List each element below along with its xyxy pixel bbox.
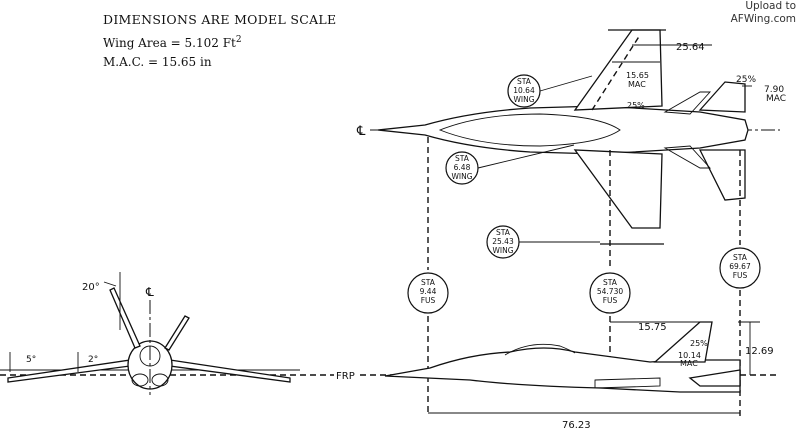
- plan-wing-upper: [573, 29, 663, 111]
- front-dihedral-outer: 5°: [26, 355, 36, 365]
- plan-tail-quarter-chord: 25%: [736, 75, 756, 85]
- plan-wing-lower: [573, 149, 663, 229]
- side-stabilator: [688, 369, 741, 387]
- side-height-dim: 12.69: [745, 346, 774, 357]
- plan-vertical-tail-lower: [663, 145, 712, 169]
- side-intake: [594, 377, 661, 389]
- front-cant-angle: 20°: [82, 282, 100, 293]
- watermark-line-2: AFWing.com: [730, 13, 796, 25]
- plan-wing-quarter-chord: 25%: [627, 101, 645, 110]
- plan-span-dim: 25.64: [676, 42, 705, 53]
- plan-canopy: [438, 113, 621, 147]
- side-vertical-tail: [653, 321, 713, 363]
- plan-mac-dim-l2: MAC: [628, 80, 646, 89]
- plan-fuselage: [377, 105, 749, 155]
- wing-area-exponent: 2: [235, 35, 242, 45]
- plan-mac-dim-l1: 15.65: [626, 71, 649, 80]
- front-cant-leader: [103, 281, 117, 287]
- side-length-dim: 76.23: [562, 420, 591, 431]
- plan-stabilator-lower: [698, 149, 746, 201]
- frp-label: FRP: [336, 371, 355, 382]
- wing-area-text: Wing Area = 5.102 Ft: [103, 36, 236, 50]
- drawing-note-wing-area: Wing Area = 5.102 Ft2: [103, 35, 242, 50]
- front-tail-right: [164, 315, 190, 351]
- plan-vertical-tail-upper: [663, 91, 712, 115]
- drawing-note-title: DIMENSIONS ARE MODEL SCALE: [103, 12, 337, 27]
- watermark-line-1: Upload to: [745, 0, 796, 12]
- plan-tail-mac-l1: 7.90: [764, 85, 784, 95]
- side-canopy: [504, 343, 576, 356]
- plan-tail-mac-l2: MAC: [766, 94, 786, 104]
- plan-centerline-symbol: ℄: [356, 124, 366, 139]
- plan-stabilator-upper: [698, 81, 746, 113]
- side-tail-quarter-chord: 25%: [690, 339, 708, 348]
- plan-quarter-chord-line: [591, 34, 641, 111]
- front-view: ℄ 20° 5° 2°: [0, 272, 300, 395]
- front-centerline-symbol: ℄: [145, 285, 154, 299]
- front-wing-right: [169, 359, 291, 383]
- front-tail-left: [109, 287, 141, 349]
- front-intake-right: [151, 373, 169, 387]
- front-dihedral-inner: 2°: [88, 355, 98, 365]
- front-intake-left: [131, 373, 149, 387]
- drawing-note-mac: M.A.C. = 15.65 in: [103, 55, 212, 69]
- side-tail-dim: 15.75: [638, 322, 667, 333]
